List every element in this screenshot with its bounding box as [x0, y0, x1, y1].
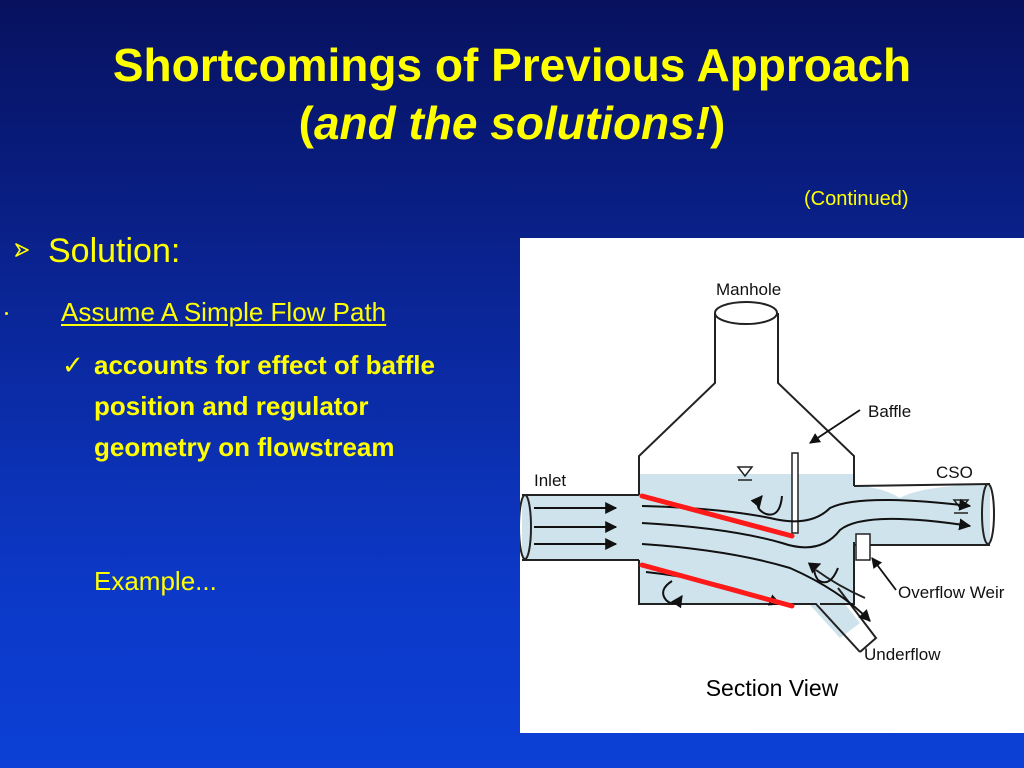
regulator-diagram-svg: Manhole Baffle Inlet CSO Overflow Weir U…: [520, 280, 1005, 664]
diagram-caption: Section View: [705, 675, 839, 701]
overflow-weir-plate: [855, 533, 871, 561]
regulator-diagram: Manhole Baffle Inlet CSO Overflow Weir U…: [520, 238, 1024, 733]
title-line1: Shortcomings of Previous Approach: [112, 39, 912, 91]
label-overflow-weir: Overflow Weir: [898, 583, 1005, 602]
title-paren-close: ): [710, 97, 726, 149]
title-line2: (and the solutions!): [0, 94, 1024, 152]
label-leaders: [809, 409, 897, 591]
title-paren-open: (: [298, 97, 314, 149]
check-item: ✓ accounts for effect of baffle position…: [62, 345, 474, 468]
label-underflow: Underflow: [864, 645, 941, 664]
example-label: Example...: [94, 566, 217, 596]
solution-bullet: Solution:: [14, 232, 180, 271]
arrowhead-bullet-icon: [14, 241, 30, 264]
label-baffle: Baffle: [868, 402, 911, 421]
slide-title: Shortcomings of Previous Approach (and t…: [0, 36, 1024, 152]
continued-label: (Continued): [804, 188, 909, 210]
title-italic: and the solutions!: [313, 97, 711, 149]
label-inlet: Inlet: [534, 471, 566, 490]
check-item-text: accounts for effect of baffle position a…: [94, 350, 435, 462]
red-highlight-lines: [639, 493, 795, 609]
eddy-arrows: [662, 495, 839, 609]
flow-path-heading: Assume A Simple Flow Path: [61, 297, 387, 327]
sub-bullet-dot: [5, 312, 8, 315]
label-manhole: Manhole: [716, 280, 781, 299]
label-cso: CSO: [936, 463, 973, 482]
water-body: [522, 474, 990, 638]
solution-label: Solution:: [48, 232, 181, 270]
baffle-plate: [791, 452, 799, 534]
checkmark-icon: ✓: [62, 350, 84, 380]
